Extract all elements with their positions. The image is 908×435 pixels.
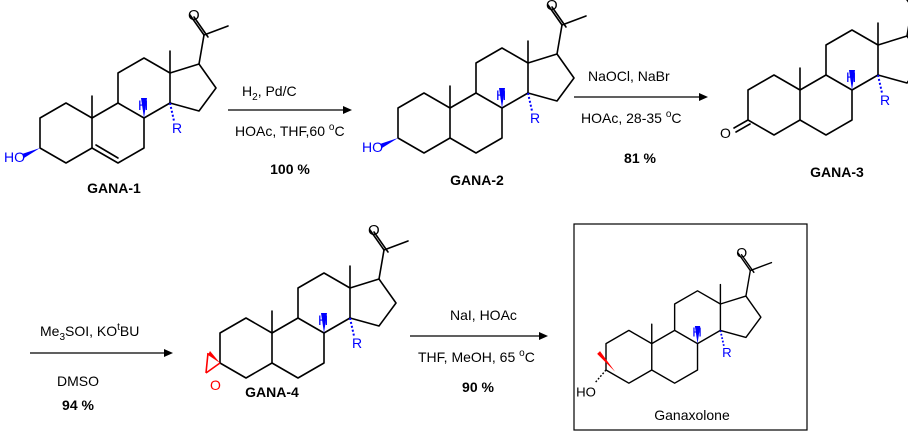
step3-arrow — [30, 349, 173, 357]
gana3-oxo-label: O — [720, 125, 731, 141]
ganaxolone-structure: HO H R O — [576, 244, 773, 399]
step3-yield: 94 % — [62, 397, 94, 413]
gana4-h-label: H — [318, 312, 328, 328]
gana1-structure: HO H R O — [4, 7, 229, 165]
step1-conditions-above: H2, Pd/C — [242, 83, 297, 103]
gana2-structure: HO H R O — [362, 0, 587, 155]
step1-yield: 100 % — [270, 161, 310, 177]
gana4-r-label: R — [352, 335, 362, 351]
step3-conditions-above: Me3SOI, KOtBU — [40, 322, 139, 343]
ganaxolone-h-label: H — [692, 325, 702, 340]
gana4-epoxide-o: O — [210, 377, 221, 393]
step1-arrow — [228, 106, 352, 114]
step4-conditions-above: NaI, HOAc — [450, 307, 517, 323]
gana1-h-label: H — [138, 97, 148, 113]
ganaxolone-frame — [573, 223, 808, 431]
gana2-h-label: H — [496, 87, 506, 103]
gana1-oh-label: HO — [4, 149, 25, 165]
gana4-structure: O H R O — [205, 222, 409, 393]
step2-conditions-below: HOAc, 28-35 oC — [581, 109, 682, 126]
step4-conditions-below: THF, MeOH, 65 oC — [418, 348, 535, 365]
step3-conditions-below: DMSO — [57, 373, 99, 389]
gana3-structure: O H R O — [720, 0, 908, 141]
step1-conditions-below: HOAc, THF,60 oC — [235, 122, 345, 139]
ganaxolone-ketone-o: O — [736, 244, 747, 260]
gana1-ketone-o: O — [188, 7, 200, 24]
ganaxolone-r-label: R — [722, 345, 732, 360]
gana2-label: GANA-2 — [450, 172, 504, 188]
gana2-r-label: R — [530, 110, 540, 126]
step2-arrow — [574, 93, 708, 101]
step2-yield: 81 % — [624, 150, 656, 166]
gana3-label: GANA-3 — [810, 164, 864, 180]
ganaxolone-label: Ganaxolone — [654, 407, 730, 423]
gana4-ketone-o: O — [368, 222, 380, 239]
gana4-label: GANA-4 — [245, 384, 299, 400]
ganaxolone-oh-label: HO — [576, 384, 596, 399]
gana2-oh-label: HO — [362, 139, 383, 155]
step4-arrow — [410, 332, 548, 340]
gana1-label: GANA-1 — [87, 180, 141, 196]
gana1-r-label: R — [172, 120, 182, 136]
gana3-h-label: H — [846, 69, 856, 85]
step4-yield: 90 % — [462, 379, 494, 395]
gana3-r-label: R — [880, 92, 890, 108]
gana2-ketone-o: O — [546, 0, 558, 14]
step2-conditions-above: NaOCl, NaBr — [588, 68, 670, 84]
